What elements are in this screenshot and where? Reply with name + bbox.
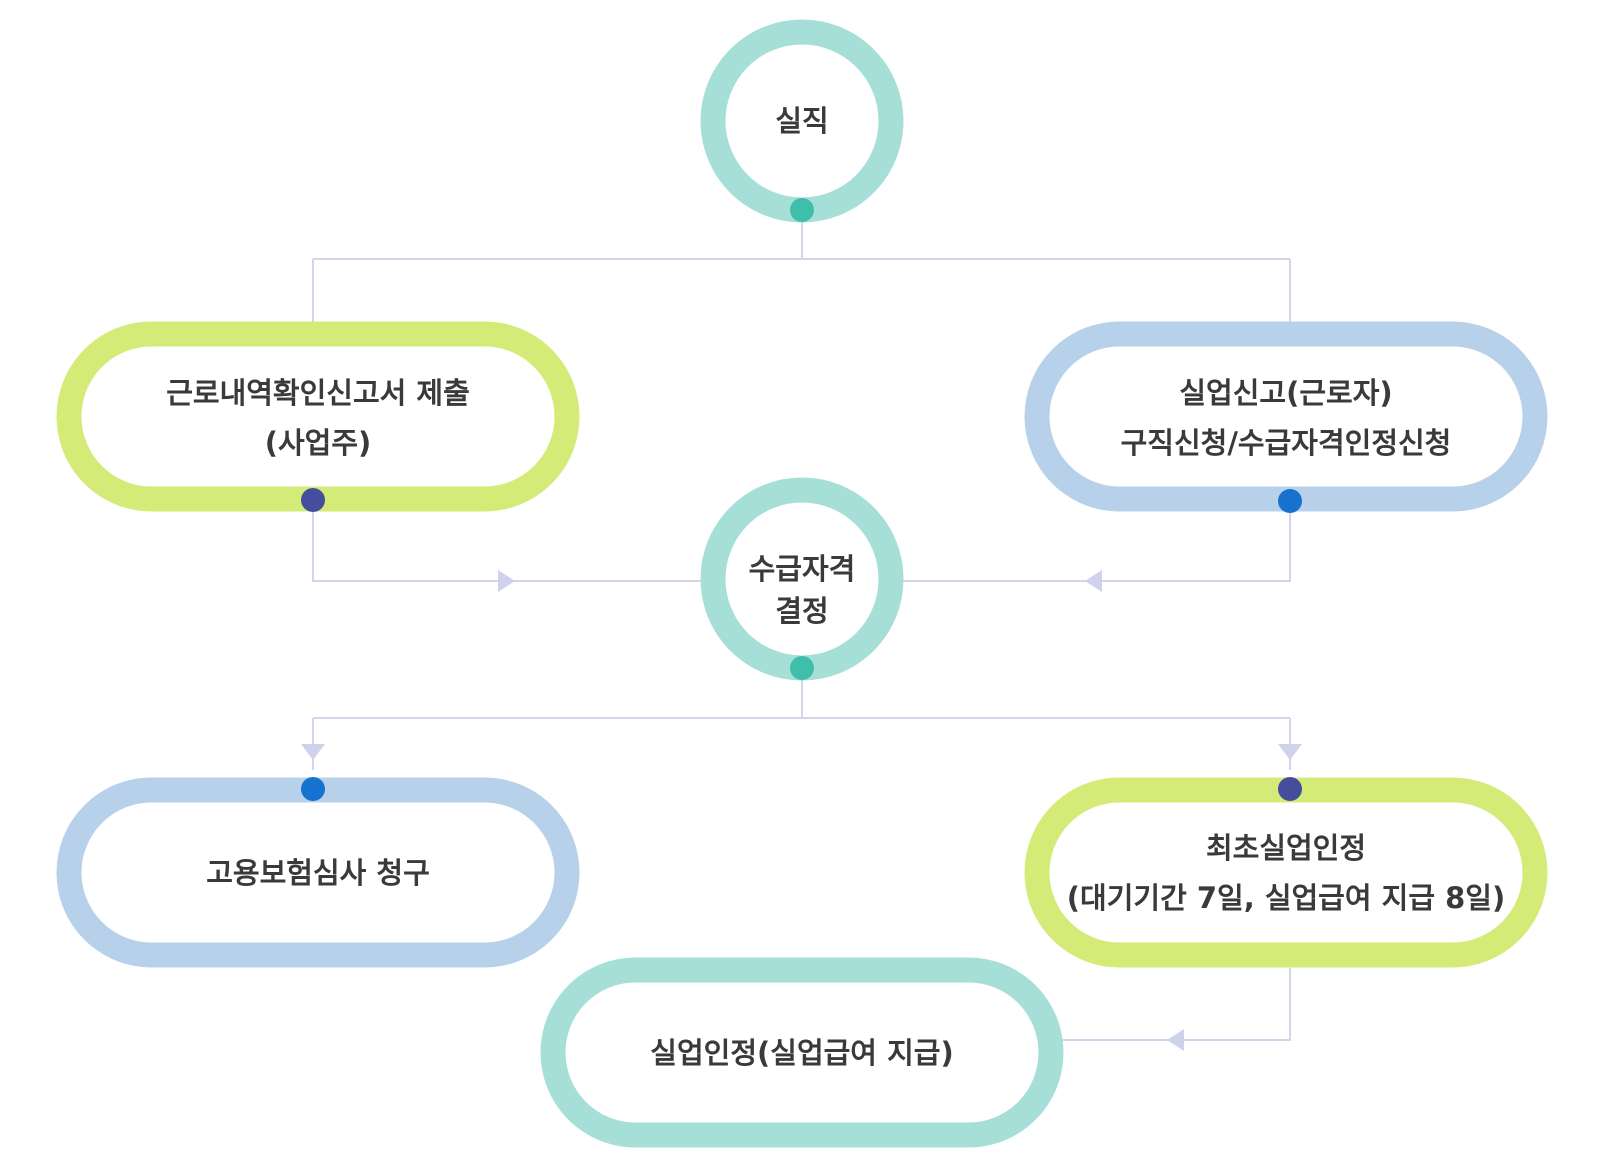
node-eligibility-line1: 수급자격 [749, 552, 856, 586]
arrow-right-icon [498, 570, 515, 592]
node-recognition-ring [540, 957, 1064, 1148]
node-eligibility: 수급자격 결정 [700, 477, 904, 681]
node-employer-report-dot [301, 488, 325, 512]
node-first-recognition-line1: 최초실업인정 [1206, 831, 1366, 865]
node-first-recognition-line2: (대기기간 7일, 실업급여 지급 8일) [1067, 881, 1505, 915]
connector-first-to-recognition [1052, 968, 1291, 1041]
node-first-recognition-ring [1024, 777, 1548, 968]
node-worker-report-line2: 구직신청/수급자격인정신청 [1121, 426, 1452, 460]
node-worker-report-line1: 실업신고(근로자) [1179, 376, 1392, 410]
node-first-recognition: 최초실업인정 (대기기간 7일, 실업급여 지급 8일) [1024, 777, 1548, 968]
node-recognition: 실업인정(실업급여 지급) [540, 957, 1064, 1148]
node-recognition-label: 실업인정(실업급여 지급) [650, 1036, 953, 1070]
node-worker-report-ring [1024, 321, 1548, 512]
node-job-loss: 실직 [700, 19, 904, 223]
node-worker-report: 실업신고(근로자) 구직신청/수급자격인정신청 [1024, 321, 1548, 513]
node-worker-report-dot [1278, 489, 1302, 513]
connector-employer-to-eligibility [312, 505, 705, 582]
arrow-down-icon [301, 744, 325, 760]
node-employer-report-line2: (사업주) [265, 426, 372, 460]
arrow-left-icon [1167, 1029, 1184, 1051]
arrow-down-icon [1278, 744, 1302, 760]
connector-joblosss-split [312, 222, 1291, 330]
connectors [301, 222, 1302, 1051]
node-first-recognition-dot [1278, 777, 1302, 801]
node-employer-report-line1: 근로내역확인신고서 제출 [166, 376, 470, 410]
node-job-loss-dot [790, 198, 814, 222]
node-job-loss-label: 실직 [775, 104, 828, 138]
node-eligibility-line2: 결정 [775, 594, 828, 628]
node-review-request: 고용보험심사 청구 [56, 777, 580, 968]
node-review-request-label: 고용보험심사 청구 [206, 856, 430, 890]
node-employer-report-ring [56, 321, 580, 512]
arrow-left-icon [1085, 570, 1102, 592]
connector-worker-to-eligibility [903, 505, 1291, 582]
connector-eligibility-split [312, 675, 1291, 770]
node-employer-report: 근로내역확인신고서 제출 (사업주) [56, 321, 580, 512]
node-review-request-dot [301, 777, 325, 801]
node-eligibility-dot [790, 656, 814, 680]
